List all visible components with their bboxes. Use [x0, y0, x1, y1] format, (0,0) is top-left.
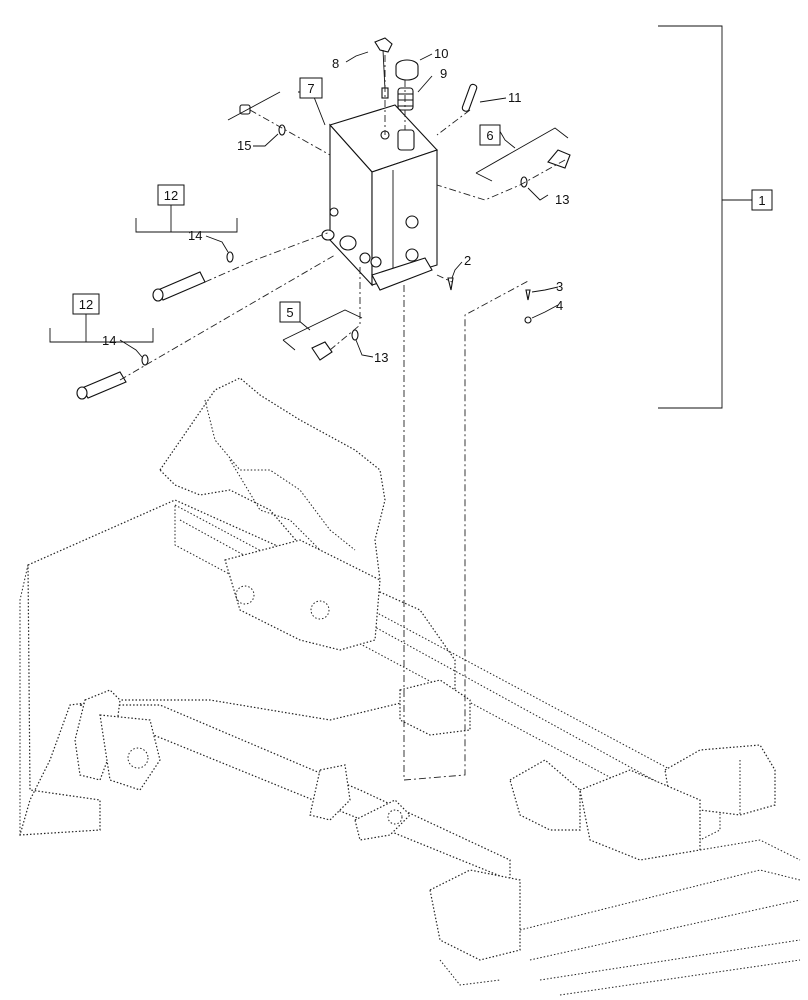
part-number-labels: 8 10 9 11 15 13 14 14 2 3 4 13 [102, 46, 569, 365]
part-label-15: 15 [237, 138, 251, 153]
callout-label-12-upper: 12 [164, 188, 178, 203]
elbow-fitting-part-5 [311, 329, 359, 361]
adapter-fitting-part-12-lower [76, 354, 149, 400]
hydraulic-reservoir-tank [329, 104, 438, 291]
part-label-8: 8 [332, 56, 339, 71]
sensor-cable-part-8 [374, 37, 393, 99]
elbow-fitting-part-6 [520, 149, 571, 188]
part-label-4: 4 [556, 298, 563, 313]
part-label-14-upper: 14 [188, 228, 202, 243]
part-label-10: 10 [434, 46, 448, 61]
part-label-14-lower: 14 [102, 333, 116, 348]
callout-box-12-lower: 12 [72, 293, 100, 315]
part-label-3: 3 [556, 279, 563, 294]
filter-element-part-9 [397, 87, 414, 111]
callout-box-6: 6 [479, 124, 501, 146]
tank-side-fittings [321, 207, 382, 268]
sight-gauge-part-11 [461, 83, 478, 112]
callout-label-7: 7 [307, 81, 314, 96]
callout-brackets [49, 25, 752, 409]
callout-box-7: 7 [299, 77, 323, 99]
callout-box-1: 1 [751, 189, 773, 211]
part-label-2: 2 [464, 253, 471, 268]
callout-label-6: 6 [486, 128, 493, 143]
adapter-fitting-part-12-upper [152, 251, 234, 302]
callout-box-5: 5 [279, 301, 301, 323]
callout-label-5: 5 [286, 305, 293, 320]
leader-lines [119, 51, 559, 358]
fasteners-parts-2-3-4 [447, 277, 532, 324]
part-label-13-upper: 13 [555, 192, 569, 207]
part-label-9: 9 [440, 66, 447, 81]
chassis-frame [19, 377, 801, 996]
callout-box-12-upper: 12 [157, 184, 185, 206]
part-label-11: 11 [508, 90, 522, 105]
assembly-center-lines [119, 55, 566, 781]
callout-label-1: 1 [758, 193, 765, 208]
filler-cap-part-10 [395, 59, 419, 81]
part-label-13-lower: 13 [374, 350, 388, 365]
callout-label-12-lower: 12 [79, 297, 93, 312]
